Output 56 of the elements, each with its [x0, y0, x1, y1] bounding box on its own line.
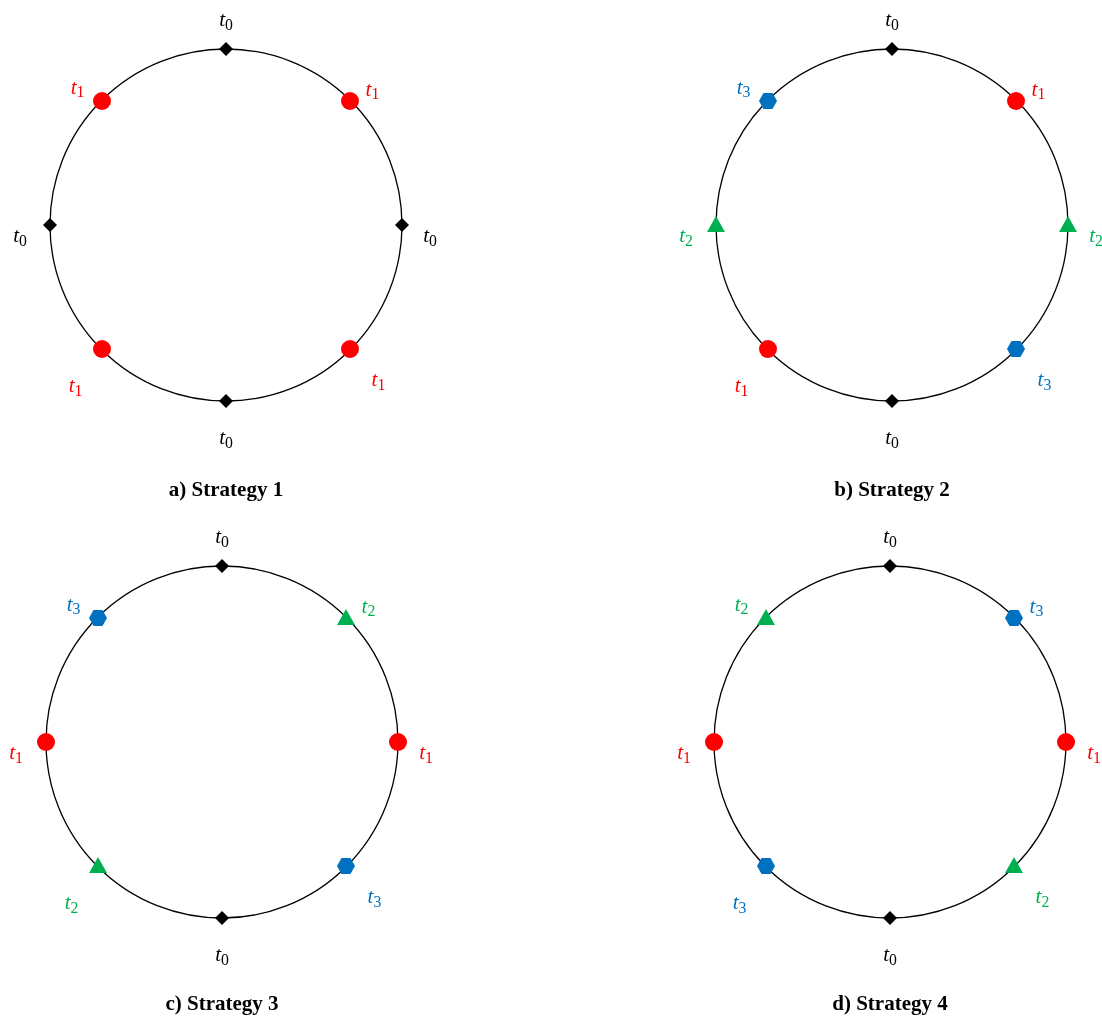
time-label: t$_{0}$ — [215, 525, 229, 547]
time-label: t$_{1}$ — [70, 76, 85, 98]
time-label: t$_{2}$ — [1089, 224, 1102, 246]
circle-marker — [1056, 732, 1076, 752]
panel-caption: a) Strategy 1 — [168, 476, 284, 504]
time-label: t$_{1}$ — [734, 374, 749, 396]
hexagon-marker — [336, 856, 357, 877]
time-label: t$_{0}$ — [423, 224, 437, 246]
time-label: t$_{0}$ — [885, 426, 899, 448]
hexagon-marker — [1004, 607, 1025, 628]
time-label: t$_{1}$ — [677, 741, 691, 763]
circle-marker — [91, 339, 112, 360]
time-label: t$_{3}$ — [732, 891, 747, 913]
time-label: t$_{1}$ — [1031, 78, 1046, 100]
time-label: t$_{0}$ — [219, 426, 233, 448]
hexagon-marker — [755, 856, 776, 877]
time-label: t$_{2}$ — [734, 593, 749, 615]
time-label: t$_{2}$ — [679, 224, 693, 246]
circle-marker — [340, 339, 361, 360]
circle-marker — [340, 90, 361, 111]
triangle-marker — [706, 215, 726, 235]
circle-marker — [388, 732, 408, 752]
time-label: t$_{1}$ — [419, 741, 433, 763]
time-label: t$_{3}$ — [1037, 368, 1052, 390]
panel-caption: d) Strategy 4 — [832, 990, 948, 1018]
circle-marker — [757, 339, 778, 360]
time-label: t$_{2}$ — [1035, 885, 1050, 907]
circle-marker — [704, 732, 724, 752]
triangle-marker — [1058, 215, 1078, 235]
time-label: t$_{1}$ — [371, 368, 386, 390]
time-label: t$_{3}$ — [1029, 595, 1044, 617]
time-label: t$_{0}$ — [885, 8, 899, 30]
circle-marker — [36, 732, 56, 752]
time-label: t$_{3}$ — [736, 76, 751, 98]
time-label: t$_{1}$ — [1087, 741, 1101, 763]
time-label: t$_{3}$ — [66, 593, 81, 615]
hexagon-marker — [87, 607, 108, 628]
triangle-marker — [755, 607, 776, 628]
panel-caption: b) Strategy 2 — [834, 476, 950, 504]
panel-caption: c) Strategy 3 — [165, 990, 279, 1018]
time-label: t$_{0}$ — [883, 525, 897, 547]
time-label: t$_{0}$ — [883, 943, 897, 965]
time-label: t$_{3}$ — [367, 885, 382, 907]
time-label: t$_{0}$ — [13, 224, 27, 246]
time-label: t$_{0}$ — [215, 943, 229, 965]
time-label: t$_{1}$ — [9, 741, 23, 763]
circle-marker — [91, 90, 112, 111]
time-label: t$_{2}$ — [64, 891, 79, 913]
time-label: t$_{1}$ — [68, 374, 83, 396]
circle-marker — [1006, 90, 1027, 111]
triangle-marker — [336, 607, 357, 628]
time-label: t$_{2}$ — [361, 595, 376, 617]
time-label: t$_{1}$ — [365, 78, 380, 100]
time-label: t$_{0}$ — [219, 8, 233, 30]
hexagon-marker — [1006, 339, 1027, 360]
hexagon-marker — [757, 90, 778, 111]
